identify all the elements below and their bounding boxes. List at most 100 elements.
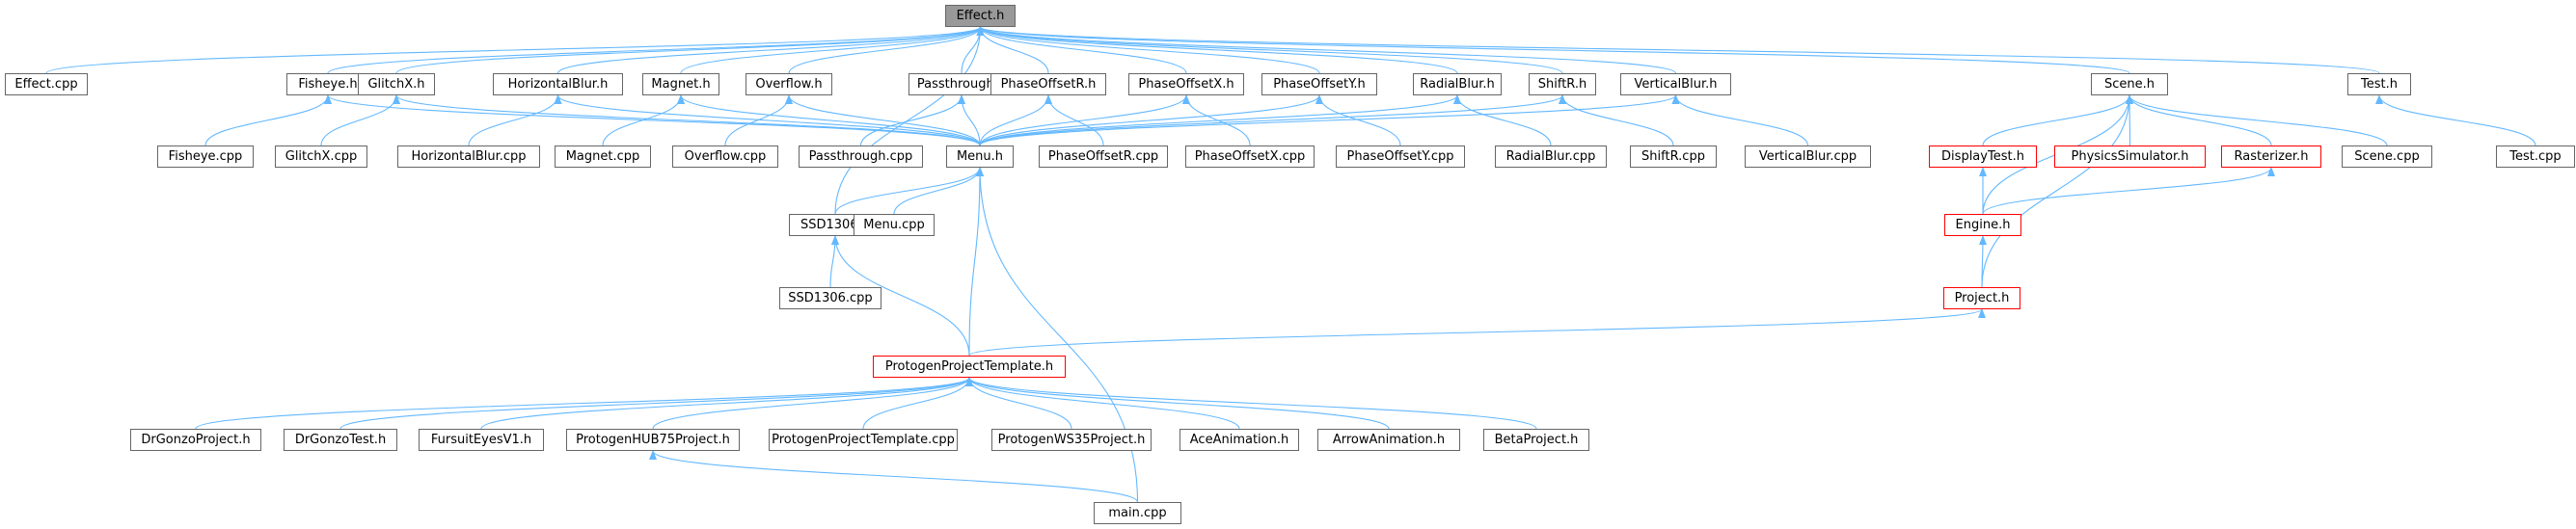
edge-phaser-cpp-to-phaser-h <box>1044 94 1104 146</box>
node-phaseoffsetx-cpp[interactable]: PhaseOffsetX.cpp <box>1185 145 1315 168</box>
node-arrowanimation-h[interactable]: ArrowAnimation.h <box>1317 429 1460 451</box>
edge-menu-h-to-phaser-h <box>979 94 1052 146</box>
edge-vblur-h-to-effect-h <box>976 26 1677 74</box>
node-phaseoffsety-h[interactable]: PhaseOffsetY.h <box>1261 73 1377 95</box>
edge-fursuit-h-to-protogen-tpl-h <box>480 377 973 430</box>
edge-scene-h-to-effect-h <box>976 26 2130 74</box>
edge-protogen-tpl-h-to-ssd1306-h <box>831 235 970 357</box>
edge-ace-h-to-protogen-tpl-h <box>965 377 1240 430</box>
node-glitchx-cpp[interactable]: GlitchX.cpp <box>275 145 367 168</box>
node-test-cpp[interactable]: Test.cpp <box>2496 145 2575 168</box>
node-horizontalblur-cpp[interactable]: HorizontalBlur.cpp <box>397 145 540 168</box>
node-drgonzoproject-h[interactable]: DrGonzoProject.h <box>130 429 261 451</box>
node-menu-cpp[interactable]: Menu.cpp <box>854 214 935 236</box>
edge-scene-cpp-to-scene-h <box>2126 94 2388 146</box>
edge-menu-h-to-radial-h <box>979 94 1461 146</box>
edge-magnet-h-to-effect-h <box>680 26 985 74</box>
edge-arrow-h-to-protogen-tpl-h <box>965 377 1390 430</box>
edge-hblur-h-to-effect-h <box>556 26 985 74</box>
edge-menu-h-to-glitchx-h <box>393 94 981 146</box>
node-horizontalblur-h[interactable]: HorizontalBlur.h <box>493 73 623 95</box>
edge-passthrough-cpp-to-passthrough-h <box>859 94 965 146</box>
node-fursuiteyesv1-h[interactable]: FursuitEyesV1.h <box>419 429 544 451</box>
edge-test-cpp-to-test-h <box>2375 94 2536 146</box>
edge-hub75-h-to-protogen-tpl-h <box>652 377 973 430</box>
edge-project-h-to-scene-h <box>1981 94 2133 288</box>
node-main-cpp[interactable]: main.cpp <box>1094 502 1181 524</box>
edge-beta-h-to-protogen-tpl-h <box>965 377 1537 430</box>
node-physicssimulator-h[interactable]: PhysicsSimulator.h <box>2054 145 2206 168</box>
edge-glitchx-cpp-to-glitchx-h <box>320 94 400 146</box>
edge-ssd1306-h-to-menu-h <box>834 167 984 215</box>
node-radialblur-h[interactable]: RadialBlur.h <box>1413 73 1502 95</box>
node-menu-h[interactable]: Menu.h <box>946 145 1014 168</box>
node-scene-h[interactable]: Scene.h <box>2091 73 2168 95</box>
node-verticalblur-cpp[interactable]: VerticalBlur.cpp <box>1745 145 1871 168</box>
edge-menu-h-to-fisheye-h <box>324 94 981 146</box>
node-magnet-cpp[interactable]: Magnet.cpp <box>555 145 651 168</box>
edge-shiftr-cpp-to-shiftr-h <box>1559 94 1674 146</box>
edge-menu-h-to-shiftr-h <box>979 94 1566 146</box>
node-protogenws35project-h[interactable]: ProtogenWS35Project.h <box>991 429 1152 451</box>
node-phaseoffsety-cpp[interactable]: PhaseOffsetY.cpp <box>1336 145 1465 168</box>
node-betaproject-h[interactable]: BetaProject.h <box>1483 429 1589 451</box>
edge-hblur-cpp-to-hblur-h <box>468 94 562 146</box>
edge-engine-h-to-rasterizer-h <box>1982 167 2275 215</box>
node-test-h[interactable]: Test.h <box>2347 73 2411 95</box>
node-shiftr-h[interactable]: ShiftR.h <box>1529 73 1596 95</box>
node-engine-h[interactable]: Engine.h <box>1944 214 2021 236</box>
node-phaseoffsetr-h[interactable]: PhaseOffsetR.h <box>990 73 1106 95</box>
edge-protogen-tpl-h-to-project-h <box>968 308 1986 357</box>
node-magnet-h[interactable]: Magnet.h <box>642 73 719 95</box>
node-effect-cpp[interactable]: Effect.cpp <box>5 73 88 95</box>
edge-displaytest-h-to-scene-h <box>1982 94 2133 146</box>
node-protogenprojecttemplate-cpp[interactable]: ProtogenProjectTemplate.cpp <box>769 429 958 451</box>
node-fisheye-h[interactable]: Fisheye.h <box>286 73 369 95</box>
node-aceanimation-h[interactable]: AceAnimation.h <box>1180 429 1299 451</box>
node-passthrough-cpp[interactable]: Passthrough.cpp <box>799 145 923 168</box>
edge-project-h-to-engine-h <box>1978 235 1987 288</box>
node-overflow-cpp[interactable]: Overflow.cpp <box>672 145 778 168</box>
edge-radial-cpp-to-radial-h <box>1453 94 1552 146</box>
node-protogenhub75project-h[interactable]: ProtogenHUB75Project.h <box>566 429 740 451</box>
node-fisheye-cpp[interactable]: Fisheye.cpp <box>157 145 254 168</box>
edge-menu-h-to-vblur-h <box>979 94 1680 146</box>
node-rasterizer-h[interactable]: Rasterizer.h <box>2221 145 2321 168</box>
node-phaseoffsetr-cpp[interactable]: PhaseOffsetR.cpp <box>1039 145 1168 168</box>
edge-radial-h-to-effect-h <box>976 26 1458 74</box>
node-drgonzotest-h[interactable]: DrGonzoTest.h <box>284 429 397 451</box>
node-passthrough-h[interactable]: Passthrough.h <box>908 73 1015 95</box>
node-radialblur-cpp[interactable]: RadialBlur.cpp <box>1495 145 1607 168</box>
edge-menu-h-to-magnet-h <box>677 94 981 146</box>
node-protogenprojecttemplate-h[interactable]: ProtogenProjectTemplate.h <box>873 356 1066 378</box>
node-shiftr-cpp[interactable]: ShiftR.cpp <box>1630 145 1717 168</box>
edge-test-h-to-effect-h <box>977 26 2380 74</box>
edge-fisheye-cpp-to-fisheye-h <box>204 94 332 146</box>
edge-magnet-cpp-to-magnet-h <box>602 94 685 146</box>
edge-drgonzo-project-h-to-protogen-tpl-h <box>195 377 973 430</box>
node-effect-h: Effect.h <box>945 5 1016 27</box>
edge-phaser-h-to-effect-h <box>976 26 1049 74</box>
node-phaseoffsetx-h[interactable]: PhaseOffsetX.h <box>1128 73 1244 95</box>
node-displaytest-h[interactable]: DisplayTest.h <box>1929 145 2037 168</box>
edge-effect-cpp-to-effect-h <box>45 26 985 74</box>
edge-drgonzo-test-h-to-protogen-tpl-h <box>339 377 973 430</box>
edge-overflow-cpp-to-overflow-h <box>724 94 793 146</box>
node-glitchx-h[interactable]: GlitchX.h <box>358 73 435 95</box>
edge-menu-h-to-hblur-h <box>554 94 981 146</box>
edge-menu-h-to-overflow-h <box>785 94 981 146</box>
node-ssd1306-cpp[interactable]: SSD1306.cpp <box>779 287 881 309</box>
node-overflow-h[interactable]: Overflow.h <box>746 73 832 95</box>
edge-phasey-h-to-effect-h <box>976 26 1320 74</box>
edge-overflow-h-to-effect-h <box>788 26 985 74</box>
edge-phasex-h-to-effect-h <box>976 26 1187 74</box>
edge-protogen-tpl-cpp-to-protogen-tpl-h <box>862 377 973 430</box>
edge-shiftr-h-to-effect-h <box>976 26 1563 74</box>
edge-menu-h-to-phasex-h <box>979 94 1190 146</box>
edge-main-cpp-to-hub75-h <box>649 450 1139 503</box>
node-verticalblur-h[interactable]: VerticalBlur.h <box>1620 73 1731 95</box>
node-project-h[interactable]: Project.h <box>1943 287 2020 309</box>
node-scene-cpp[interactable]: Scene.cpp <box>2342 145 2432 168</box>
